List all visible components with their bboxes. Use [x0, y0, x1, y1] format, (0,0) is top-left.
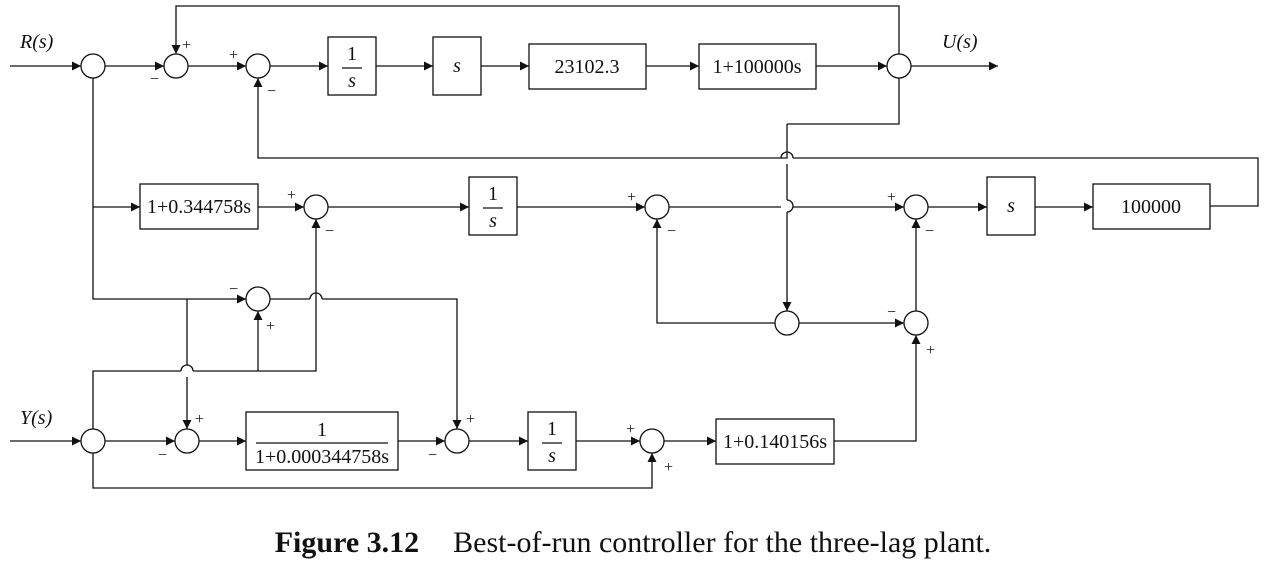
integrator-2-denominator: s: [489, 210, 497, 232]
sign-plus: +: [627, 189, 636, 206]
sum-junction: [444, 428, 470, 454]
gain-1-label: 23102.3: [555, 56, 620, 78]
sign-plus: +: [887, 189, 896, 206]
block-lead-3: 1+0.140156s: [715, 418, 835, 465]
sum-junction: [903, 310, 929, 336]
block-diagram: 1 s s 23102.3 1+100000s 1+0.344758s 1 s …: [10, 5, 1259, 489]
block-gain-2: 100000: [1092, 183, 1211, 230]
sum-junction: [886, 53, 912, 79]
sign-plus: +: [182, 37, 191, 54]
sign-minus: −: [887, 304, 896, 321]
differentiator-1-label: s: [453, 55, 461, 77]
gain-2-label: 100000: [1121, 196, 1181, 218]
integrator-2-numerator: 1: [488, 183, 498, 205]
input-label-y: Y(s): [20, 407, 53, 429]
differentiator-2-label: s: [1007, 195, 1015, 217]
output-label-u: U(s): [942, 31, 978, 53]
block-lag: 1 1+0.000344758s: [245, 411, 399, 471]
block-lead-2: 1+0.344758s: [139, 183, 259, 230]
sum-junction: [174, 428, 200, 454]
lead-2-label: 1+0.344758s: [147, 196, 251, 218]
sum-junction: [639, 428, 665, 454]
sign-minus: −: [428, 447, 437, 464]
signal-wires: [10, 5, 1259, 489]
sum-junction: [245, 53, 271, 79]
sign-plus: +: [664, 459, 673, 476]
integrator-3-numerator: 1: [547, 418, 557, 440]
block-integrator-1: 1 s: [327, 36, 377, 96]
lag-denominator: 1+0.000344758s: [255, 446, 389, 468]
sum-junction: [245, 286, 271, 312]
sum-junction: [774, 310, 800, 336]
sign-minus: −: [667, 223, 676, 240]
sum-junction: [903, 194, 929, 220]
integrator-3-denominator: s: [548, 445, 556, 467]
block-differentiator-2: s: [986, 176, 1036, 236]
sum-junction: [303, 194, 329, 220]
sign-minus: −: [150, 71, 159, 88]
sign-plus: +: [466, 411, 475, 428]
integrator-1-denominator: s: [348, 70, 356, 92]
figure-number: Figure 3.12: [274, 526, 420, 559]
block-integrator-3: 1 s: [527, 411, 577, 471]
figure-caption-text: Best-of-run controller for the three-lag…: [453, 526, 992, 559]
sign-plus: +: [287, 187, 296, 204]
sign-minus: −: [267, 83, 276, 100]
lead-1-label: 1+100000s: [712, 56, 801, 78]
block-integrator-2: 1 s: [468, 176, 518, 236]
sign-plus: +: [266, 318, 275, 335]
figure-caption: Figure 3.12 Best-of-run controller for th…: [0, 526, 1266, 560]
sum-junction: [80, 53, 106, 79]
block-differentiator-1: s: [432, 36, 482, 96]
sign-plus: +: [195, 411, 204, 428]
sum-junction: [163, 53, 189, 79]
integrator-1-numerator: 1: [347, 43, 357, 65]
sign-minus: −: [229, 281, 238, 298]
block-lead-1: 1+100000s: [698, 43, 817, 90]
lead-3-label: 1+0.140156s: [723, 431, 827, 453]
sign-minus: −: [325, 223, 334, 240]
lag-numerator: 1: [317, 419, 327, 441]
sign-minus: −: [158, 447, 167, 464]
sum-junction: [644, 194, 670, 220]
input-label-r: R(s): [19, 31, 54, 53]
junction-signs: − + + − + − + − + − − + − + + − + − + +: [150, 37, 935, 476]
summing-junctions: [80, 53, 929, 454]
block-gain-1: 23102.3: [528, 43, 647, 90]
sum-junction: [80, 428, 106, 454]
sign-plus: +: [926, 342, 935, 359]
sign-plus: +: [229, 47, 238, 64]
sign-minus: −: [925, 223, 934, 240]
sign-plus: +: [626, 421, 635, 438]
